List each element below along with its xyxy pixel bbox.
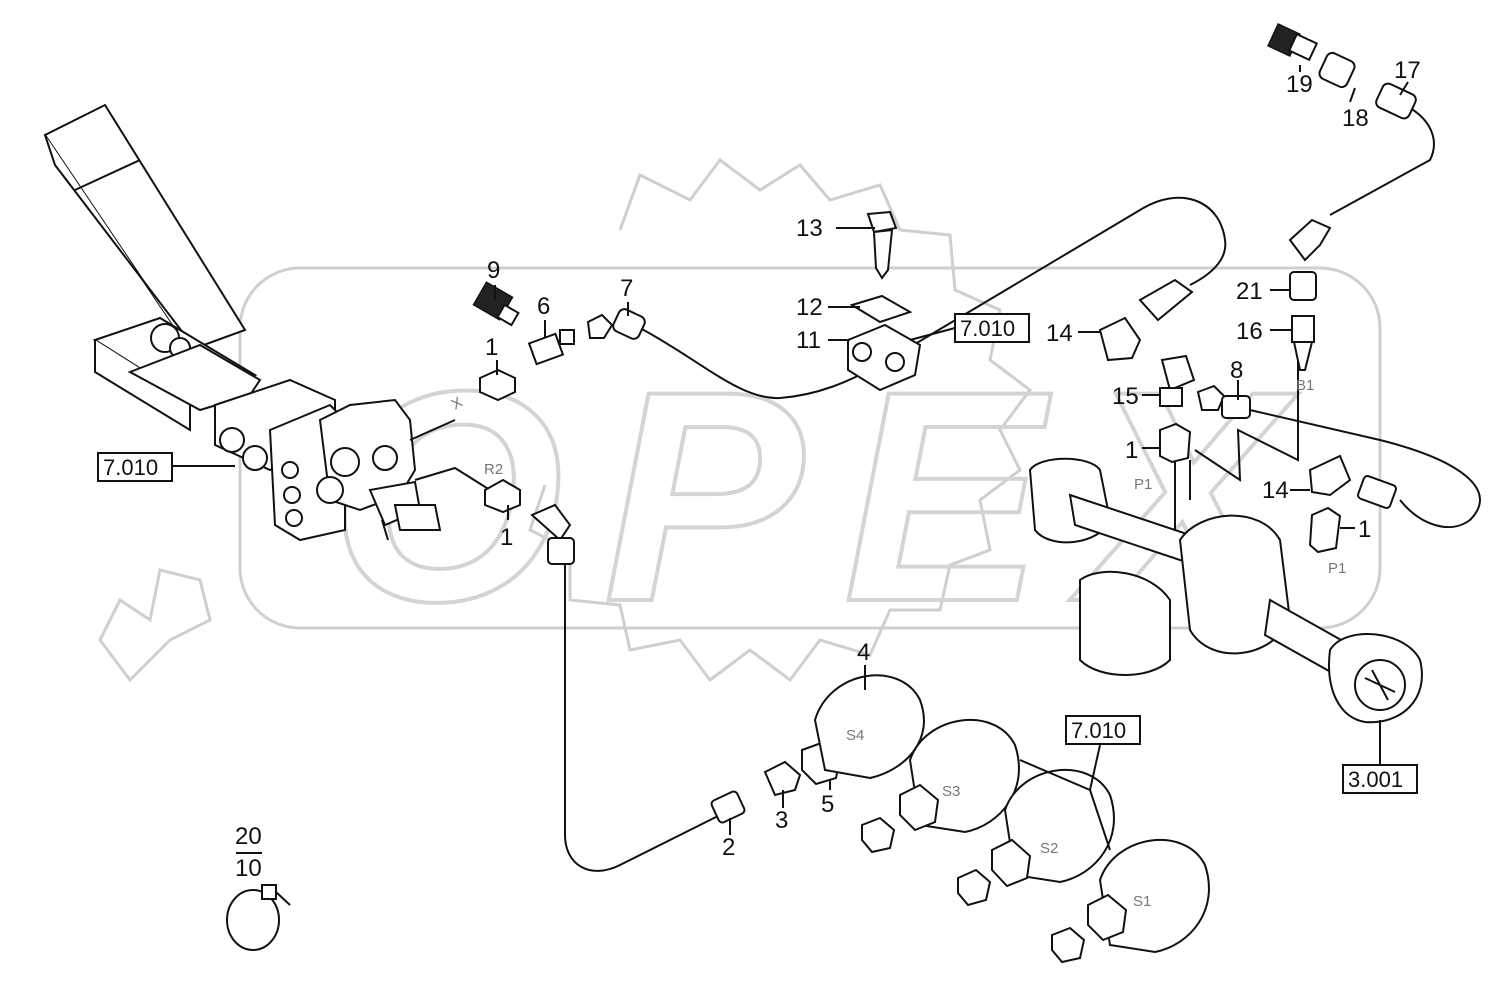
callout-21: 21 — [1236, 278, 1263, 305]
callout-1: 1 — [500, 524, 513, 551]
callout-14: 14 — [1262, 477, 1289, 504]
callout-8: 8 — [1230, 357, 1243, 384]
accumulators — [813, 674, 1210, 964]
callout-labels: 13 12 11 9 6 7 1 1 1 1 14 14 15 8 21 16 … — [235, 57, 1421, 882]
brake-pedal-assembly — [43, 103, 491, 542]
callout-20: 20 — [235, 823, 262, 850]
callout-16: 16 — [1236, 318, 1263, 345]
callout-19: 19 — [1286, 71, 1313, 98]
port-label-b1: B1 — [1296, 377, 1314, 394]
reference-box-7-010: 7.010 — [1071, 718, 1126, 743]
reference-box-7-010: 7.010 — [960, 316, 1015, 341]
port-label-s4: S4 — [846, 727, 864, 744]
port-label-s2: S2 — [1040, 840, 1058, 857]
brake-lines — [564, 107, 1481, 872]
callout-1: 1 — [1125, 437, 1138, 464]
port-label-s3: S3 — [942, 783, 960, 800]
callout-13: 13 — [796, 215, 823, 242]
axle-assembly — [1028, 457, 1423, 765]
leader-lines — [172, 65, 1409, 854]
fitting-parts — [472, 23, 1417, 824]
callout-10: 10 — [235, 855, 262, 882]
port-label-r2: R2 — [484, 461, 503, 478]
callout-9: 9 — [487, 257, 500, 284]
callout-1: 1 — [485, 334, 498, 361]
watermark-gear-icon — [98, 157, 1033, 683]
callout-12: 12 — [796, 294, 823, 321]
port-label-s1: S1 — [1133, 893, 1151, 910]
port-label-p1: P1 — [1134, 476, 1152, 493]
callout-6: 6 — [537, 293, 550, 320]
callout-18: 18 — [1342, 105, 1369, 132]
callout-11: 11 — [796, 327, 821, 354]
callout-1: 1 — [1358, 516, 1371, 543]
reference-box-3-001: 3.001 — [1348, 767, 1403, 792]
callout-7: 7 — [620, 275, 633, 302]
reference-box-7-010: 7.010 — [103, 455, 158, 480]
callout-17: 17 — [1394, 57, 1421, 84]
callout-2: 2 — [722, 834, 735, 861]
callout-3: 3 — [775, 807, 788, 834]
clamp-ring-icon — [226, 884, 291, 951]
callout-14: 14 — [1046, 320, 1073, 347]
callout-15: 15 — [1112, 383, 1139, 410]
port-label-p1: P1 — [1328, 560, 1346, 577]
callout-5: 5 — [821, 791, 834, 818]
reference-boxes: 7.010 7.010 7.010 3.001 — [97, 313, 1418, 794]
callout-4: 4 — [857, 639, 870, 666]
